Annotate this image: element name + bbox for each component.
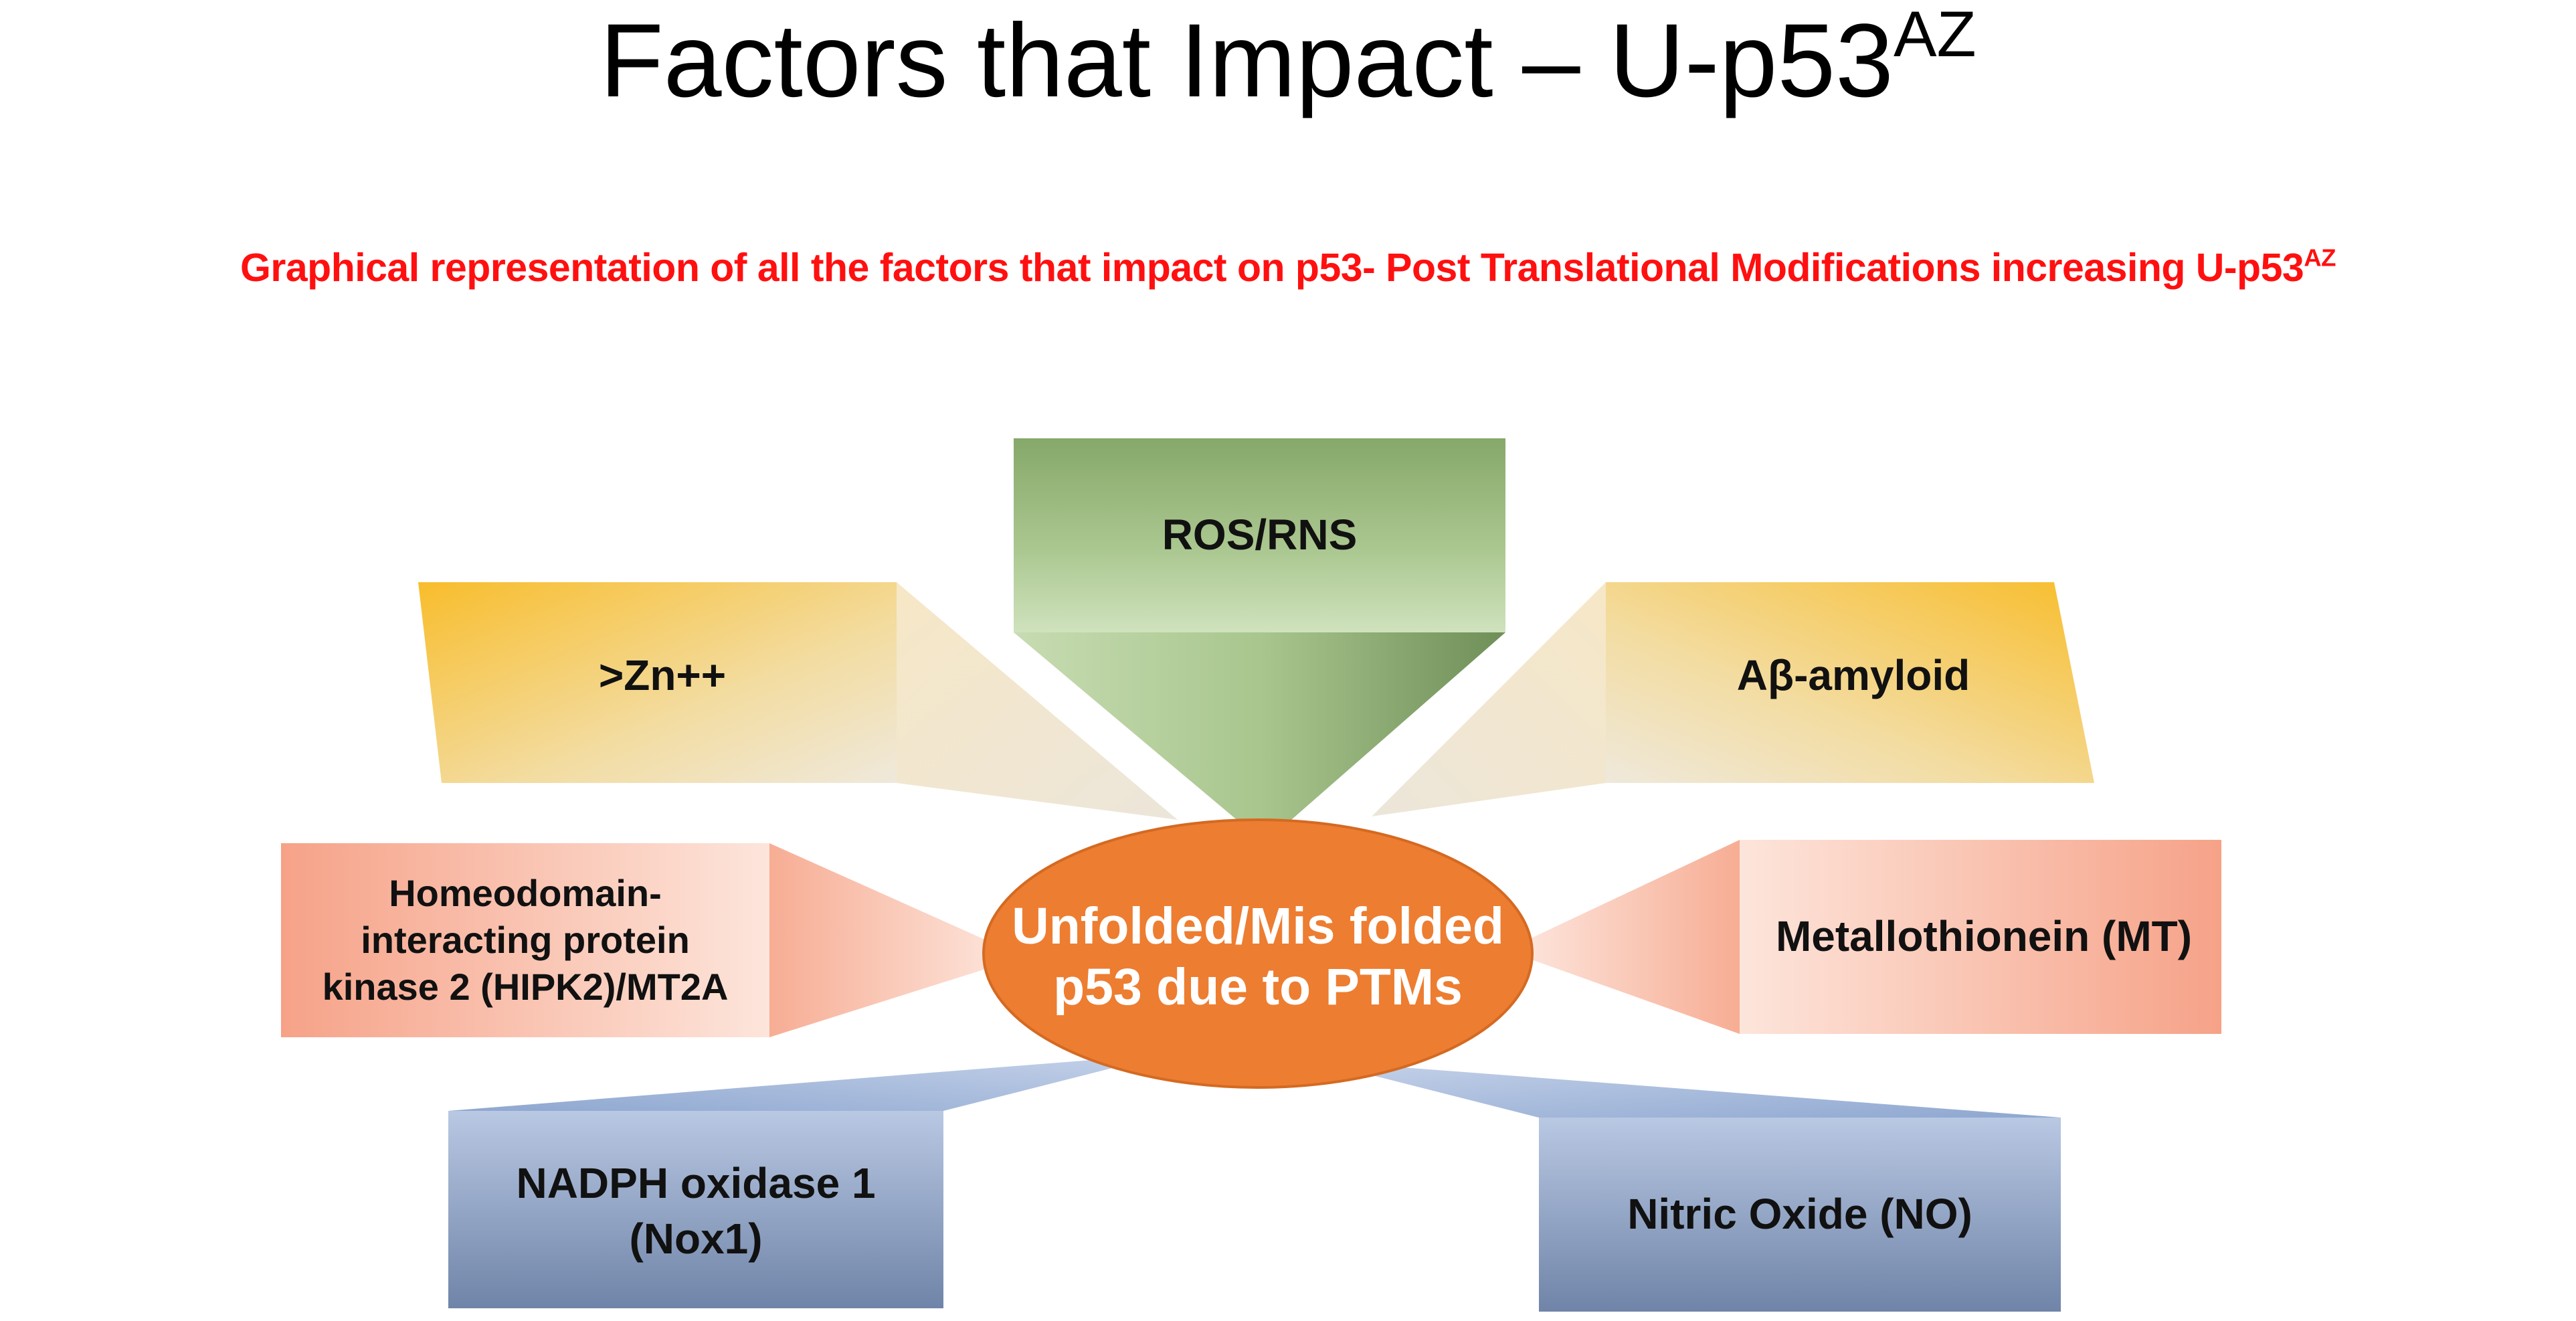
- ros-rns-label: ROS/RNS: [1162, 511, 1358, 559]
- factor-nox1: [448, 1054, 1168, 1308]
- nox1-box: [448, 1111, 943, 1308]
- abeta-label: Aβ-amyloid: [1736, 651, 1970, 700]
- abeta-box: [1606, 582, 2094, 783]
- nitric-oxide-box: [1539, 1118, 2061, 1312]
- factor-hipk2: [281, 843, 1024, 1037]
- ros-rns-funnel: [1014, 632, 1505, 843]
- abeta-funnel: [1372, 582, 1606, 816]
- factor-ros-rns: [1014, 438, 1505, 843]
- hipk2-label: Homeodomain-interacting protein kinase 2…: [322, 872, 729, 1008]
- nox1-label: NADPH oxidase 1 (Nox1): [516, 1158, 876, 1263]
- nox1-funnel: [448, 1054, 1168, 1111]
- diagram-caption: Graphical representation of all the fact…: [240, 244, 2336, 290]
- zinc-funnel: [897, 582, 1178, 820]
- nitric-oxide-label: Nitric Oxide (NO): [1627, 1190, 1972, 1239]
- factor-nitric-oxide: [1315, 1061, 2061, 1312]
- page-title: Factors that Impact – U-p53AZ: [600, 0, 1976, 119]
- hipk2-box: [281, 843, 769, 1037]
- hipk2-funnel: [769, 843, 1024, 1037]
- factor-metallothionein: [1505, 840, 2221, 1034]
- metallothionein-label: Metallothionein (MT): [1775, 912, 2193, 961]
- nitric-oxide-funnel: [1315, 1061, 2061, 1118]
- center-node-ellipse: [982, 818, 1534, 1089]
- factor-zinc: [418, 582, 1178, 820]
- center-node-label: Unfolded/Mis folded p53 due to PTMs: [1012, 897, 1504, 1016]
- zinc-label: >Zn++: [598, 651, 727, 700]
- metallothionein-box: [1740, 840, 2221, 1034]
- factor-abeta: [1372, 582, 2094, 816]
- metallothionein-funnel: [1505, 840, 1740, 1034]
- ros-rns-box: [1014, 438, 1505, 632]
- zinc-box: [418, 582, 897, 783]
